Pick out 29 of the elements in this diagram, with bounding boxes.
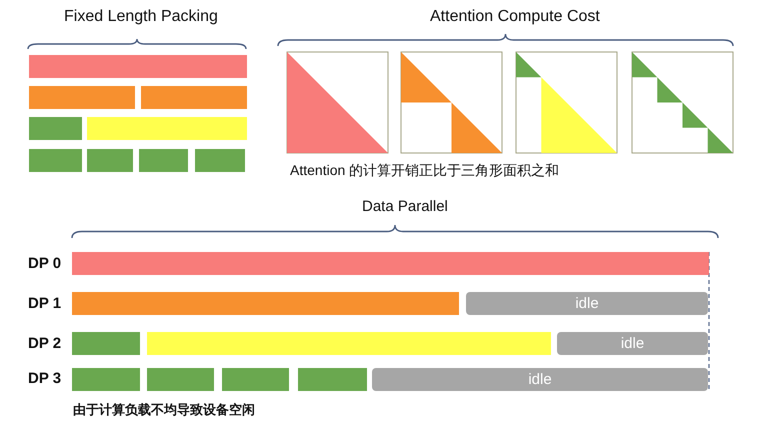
task-bar: [87, 149, 133, 172]
note: 由于计算负载不均导致设备空闲: [73, 401, 255, 419]
task-bar: [72, 368, 140, 391]
task-bar: [72, 332, 140, 355]
section-title: Fixed Length Packing: [64, 8, 218, 26]
task-bar: [298, 368, 367, 391]
task-bar: [72, 292, 459, 315]
task-bar: [29, 86, 135, 109]
task-bar: [29, 149, 82, 172]
row-label: DP 2: [28, 335, 62, 352]
idle-bar: idle: [557, 332, 708, 355]
row-label: DP 1: [28, 295, 62, 312]
section-title: Attention Compute Cost: [430, 8, 600, 26]
task-bar: [147, 368, 214, 391]
task-bar: [29, 55, 247, 78]
task-bar: [195, 149, 245, 172]
task-bar: [29, 117, 82, 140]
section-title: Data Parallel: [362, 198, 448, 215]
row-label: DP 0: [28, 255, 62, 272]
caption: Attention 的计算开销正比于三角形面积之和: [290, 162, 560, 180]
task-bar: [72, 252, 709, 275]
task-bar: [222, 368, 289, 391]
idle-bar: idle: [466, 292, 708, 315]
task-bar: [87, 117, 247, 140]
task-bar: [147, 332, 551, 355]
row-label: DP 3: [28, 370, 62, 387]
task-bar: [141, 86, 247, 109]
task-bar: [139, 149, 188, 172]
idle-bar: idle: [372, 368, 708, 391]
